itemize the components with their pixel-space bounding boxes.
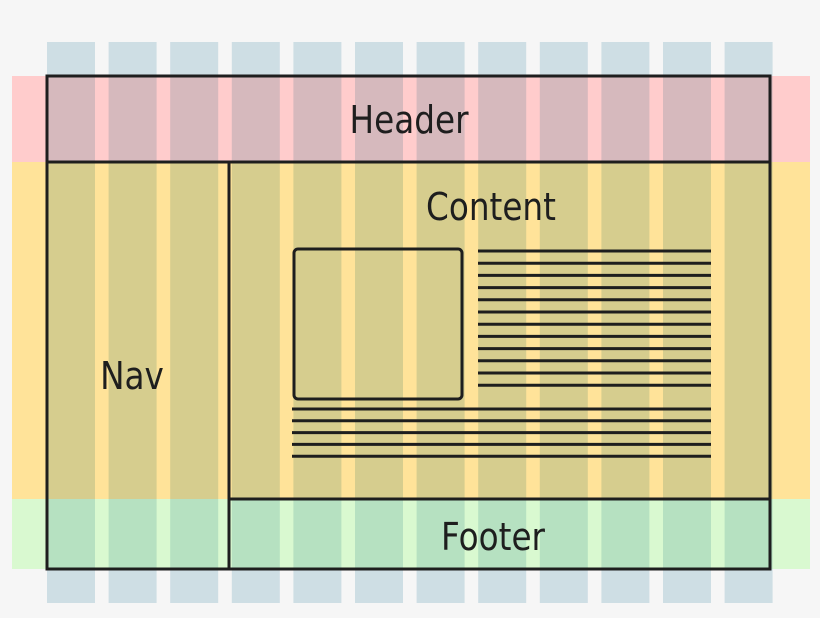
grid-column: [539, 42, 588, 603]
nav-region: Nav: [100, 162, 231, 569]
layout-frame: [45, 74, 772, 571]
grid-columns: [47, 42, 773, 603]
grid-column: [293, 42, 342, 603]
grid-column: [478, 42, 527, 603]
grid-column: [231, 42, 280, 603]
image-placeholder: [292, 247, 464, 401]
nav-label: Nav: [100, 355, 164, 399]
header-label: Header: [350, 99, 469, 143]
grid-column: [724, 42, 773, 603]
content-region: Content: [292, 186, 711, 458]
grid-column: [170, 42, 219, 603]
footer-label: Footer: [441, 516, 545, 560]
footer-region: Footer: [229, 497, 770, 560]
text-lines: [292, 249, 711, 458]
grid-column: [416, 42, 465, 603]
grid-column: [47, 42, 95, 603]
content-label: Content: [426, 186, 556, 230]
grid-column: [601, 42, 650, 603]
header-region: Header: [47, 99, 770, 164]
grid-column: [663, 42, 711, 603]
grid-column: [355, 42, 403, 603]
grid-column: [108, 42, 157, 603]
